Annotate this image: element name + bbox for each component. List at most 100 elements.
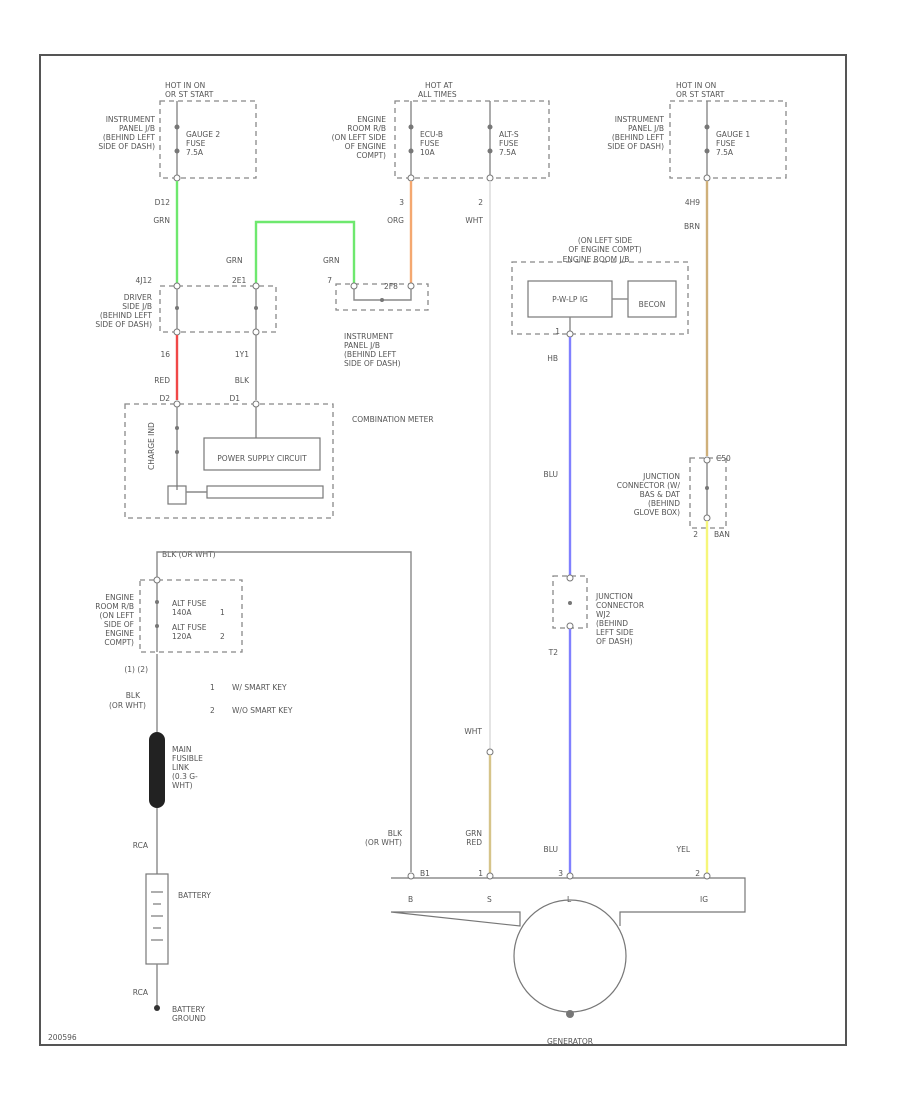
alt-fuse-note-b: 2	[220, 632, 225, 641]
fuse-2b3: 7.5A	[499, 148, 517, 157]
relay-label: P-W-LP IG	[552, 295, 588, 304]
gen-wire-l: BLU	[544, 845, 558, 854]
location-1b: PANEL J/B	[119, 124, 155, 133]
erjb-name: ENGINE ROOM J/B	[563, 255, 630, 264]
fuse-3a: GAUGE 1	[716, 130, 750, 139]
pin-4j12: 4J12	[135, 276, 152, 285]
gen-pin-ig: 2	[695, 869, 700, 878]
wire-blk-label: BLK	[235, 376, 250, 385]
meter-pin-d1: D1	[229, 394, 240, 403]
j42-e: LEFT SIDE	[596, 628, 634, 637]
generator-label: GENERATOR	[547, 1037, 593, 1046]
c50-pin: C50	[716, 454, 731, 463]
erjb-pin: 1	[555, 327, 560, 336]
ecu-label: BECON	[639, 300, 666, 309]
fuse-2b1: ALT-S	[499, 130, 519, 139]
alt-bottom-wire2: (OR WHT)	[109, 701, 146, 710]
c50-e: GLOVE BOX)	[634, 508, 680, 517]
gen-wire-s2: RED	[466, 838, 482, 847]
engine-room-jb: (ON LEFT SIDE OF ENGINE COMPT) ENGINE RO…	[511, 236, 689, 479]
note-1-text: W/ SMART KEY	[232, 683, 287, 692]
ip-jb-a: INSTRUMENT	[344, 332, 394, 341]
c50-a: JUNCTION	[642, 472, 680, 481]
location-2c: (ON LEFT SIDE	[332, 133, 387, 142]
alt-fuse-b1: ALT FUSE	[172, 623, 207, 632]
meter-label: COMBINATION METER	[352, 415, 434, 424]
wire-grn-label-jb: GRN	[226, 256, 243, 265]
meter-pin-d2: D2	[159, 394, 170, 403]
driver-jb-a: DRIVER	[124, 293, 152, 302]
alt-loc-b: ROOM R/B	[95, 602, 134, 611]
c50-wire-bottom: BAN	[714, 530, 730, 539]
driver-jb-d: SIDE OF DASH)	[95, 320, 152, 329]
pin-d12: D12	[155, 198, 171, 207]
charge-indicator-label: CHARGE IND	[147, 422, 156, 470]
gen-pin-b: B1	[420, 869, 430, 878]
alt-loc-f: COMPT)	[104, 638, 134, 647]
gen-wire-b2: (OR WHT)	[365, 838, 402, 847]
pin-2-alt: 2	[478, 198, 483, 207]
gen-pin-l: 3	[558, 869, 563, 878]
wht-lower-label: WHT	[464, 727, 482, 736]
notes-legend: 1 W/ SMART KEY 2 W/O SMART KEY	[210, 683, 293, 715]
pin-2e1: 2E1	[232, 276, 247, 285]
alt-fuse-a1: ALT FUSE	[172, 599, 207, 608]
j42-c: WJ2	[596, 610, 611, 619]
location-1d: SIDE OF DASH)	[98, 142, 155, 151]
hot-label-1b: OR ST START	[165, 90, 214, 99]
fuse-block-ecu-b-alt-s: HOT AT ALL TIMES ENGINE ROOM R/B (ON LEF…	[332, 81, 550, 225]
ip-jb-pin-right: 2F8	[384, 282, 398, 291]
hot-label-3a: HOT IN ON	[676, 81, 716, 90]
generator: BLK (OR WHT) GRN RED BLU YEL B1 1 3 2 B …	[365, 829, 746, 1046]
alt-bottom-wire: BLK	[126, 691, 141, 700]
alt-loc-d: SIDE OF	[104, 620, 134, 629]
battery-label: BATTERY	[178, 891, 211, 900]
fuse-2b2: FUSE	[499, 139, 519, 148]
wire-red-label: RED	[154, 376, 170, 385]
fuse-3c: 7.5A	[716, 148, 734, 157]
wire-grn-bridge	[254, 220, 356, 284]
junction-connector-j42: JUNCTION CONNECTOR WJ2 (BEHIND LEFT SIDE…	[548, 574, 644, 657]
fuse-2a1: ECU-B	[420, 130, 443, 139]
fuse-1b: FUSE	[186, 139, 206, 148]
j42-b: CONNECTOR	[596, 601, 644, 610]
pin-1y1: 1Y1	[235, 350, 249, 359]
gen-wire-b1: BLK	[388, 829, 403, 838]
location-2b: ROOM R/B	[347, 124, 386, 133]
j42-d: (BEHIND	[596, 619, 628, 628]
fuse-block-gauge-1: HOT IN ON OR ST START INSTRUMENT PANEL J…	[607, 81, 787, 231]
gen-wire-s1: GRN	[465, 829, 482, 838]
wire-label-grn-1: GRN	[153, 216, 170, 225]
driver-jb-c: (BEHIND LEFT	[100, 311, 153, 320]
alt-fuse-b2: 120A	[172, 632, 192, 641]
ip-jb-b: PANEL J/B	[344, 341, 380, 350]
figure-number: 200596	[48, 1033, 77, 1042]
c50-pin-bottom: 2	[693, 530, 698, 539]
location-3d: SIDE OF DASH)	[607, 142, 664, 151]
power-supply-label: POWER SUPPLY CIRCUIT	[217, 454, 307, 463]
location-3a: INSTRUMENT	[615, 115, 665, 124]
pin-4h9: 4H9	[685, 198, 700, 207]
alt-fuse-note-a: 1	[220, 608, 225, 617]
fuse-1c: 7.5A	[186, 148, 204, 157]
gen-terminal-b: B	[408, 895, 413, 904]
j42-f: OF DASH)	[596, 637, 633, 646]
alt-loc-a: ENGINE	[105, 593, 134, 602]
erjb-title-b: OF ENGINE COMPT)	[568, 245, 641, 254]
j42-a: JUNCTION	[595, 592, 633, 601]
location-1a: INSTRUMENT	[106, 115, 156, 124]
hot-label-2a: HOT AT	[425, 81, 453, 90]
erjb-title-a: (ON LEFT SIDE	[578, 236, 633, 245]
note-2-text: W/O SMART KEY	[232, 706, 293, 715]
gen-terminal-ig: IG	[700, 895, 708, 904]
fl-e: WHT)	[172, 781, 193, 790]
hot-label-3b: OR ST START	[676, 90, 725, 99]
hot-label-1a: HOT IN ON	[165, 81, 205, 90]
erjb-wire-color: BLU	[544, 470, 558, 479]
erjb-wire: HB	[547, 354, 558, 363]
ip-jb-c: (BEHIND LEFT	[344, 350, 397, 359]
note-2-num: 2	[210, 706, 215, 715]
alt-pin: (1) (2)	[124, 665, 148, 674]
alt-top-wire: BLK (OR WHT)	[162, 550, 216, 559]
